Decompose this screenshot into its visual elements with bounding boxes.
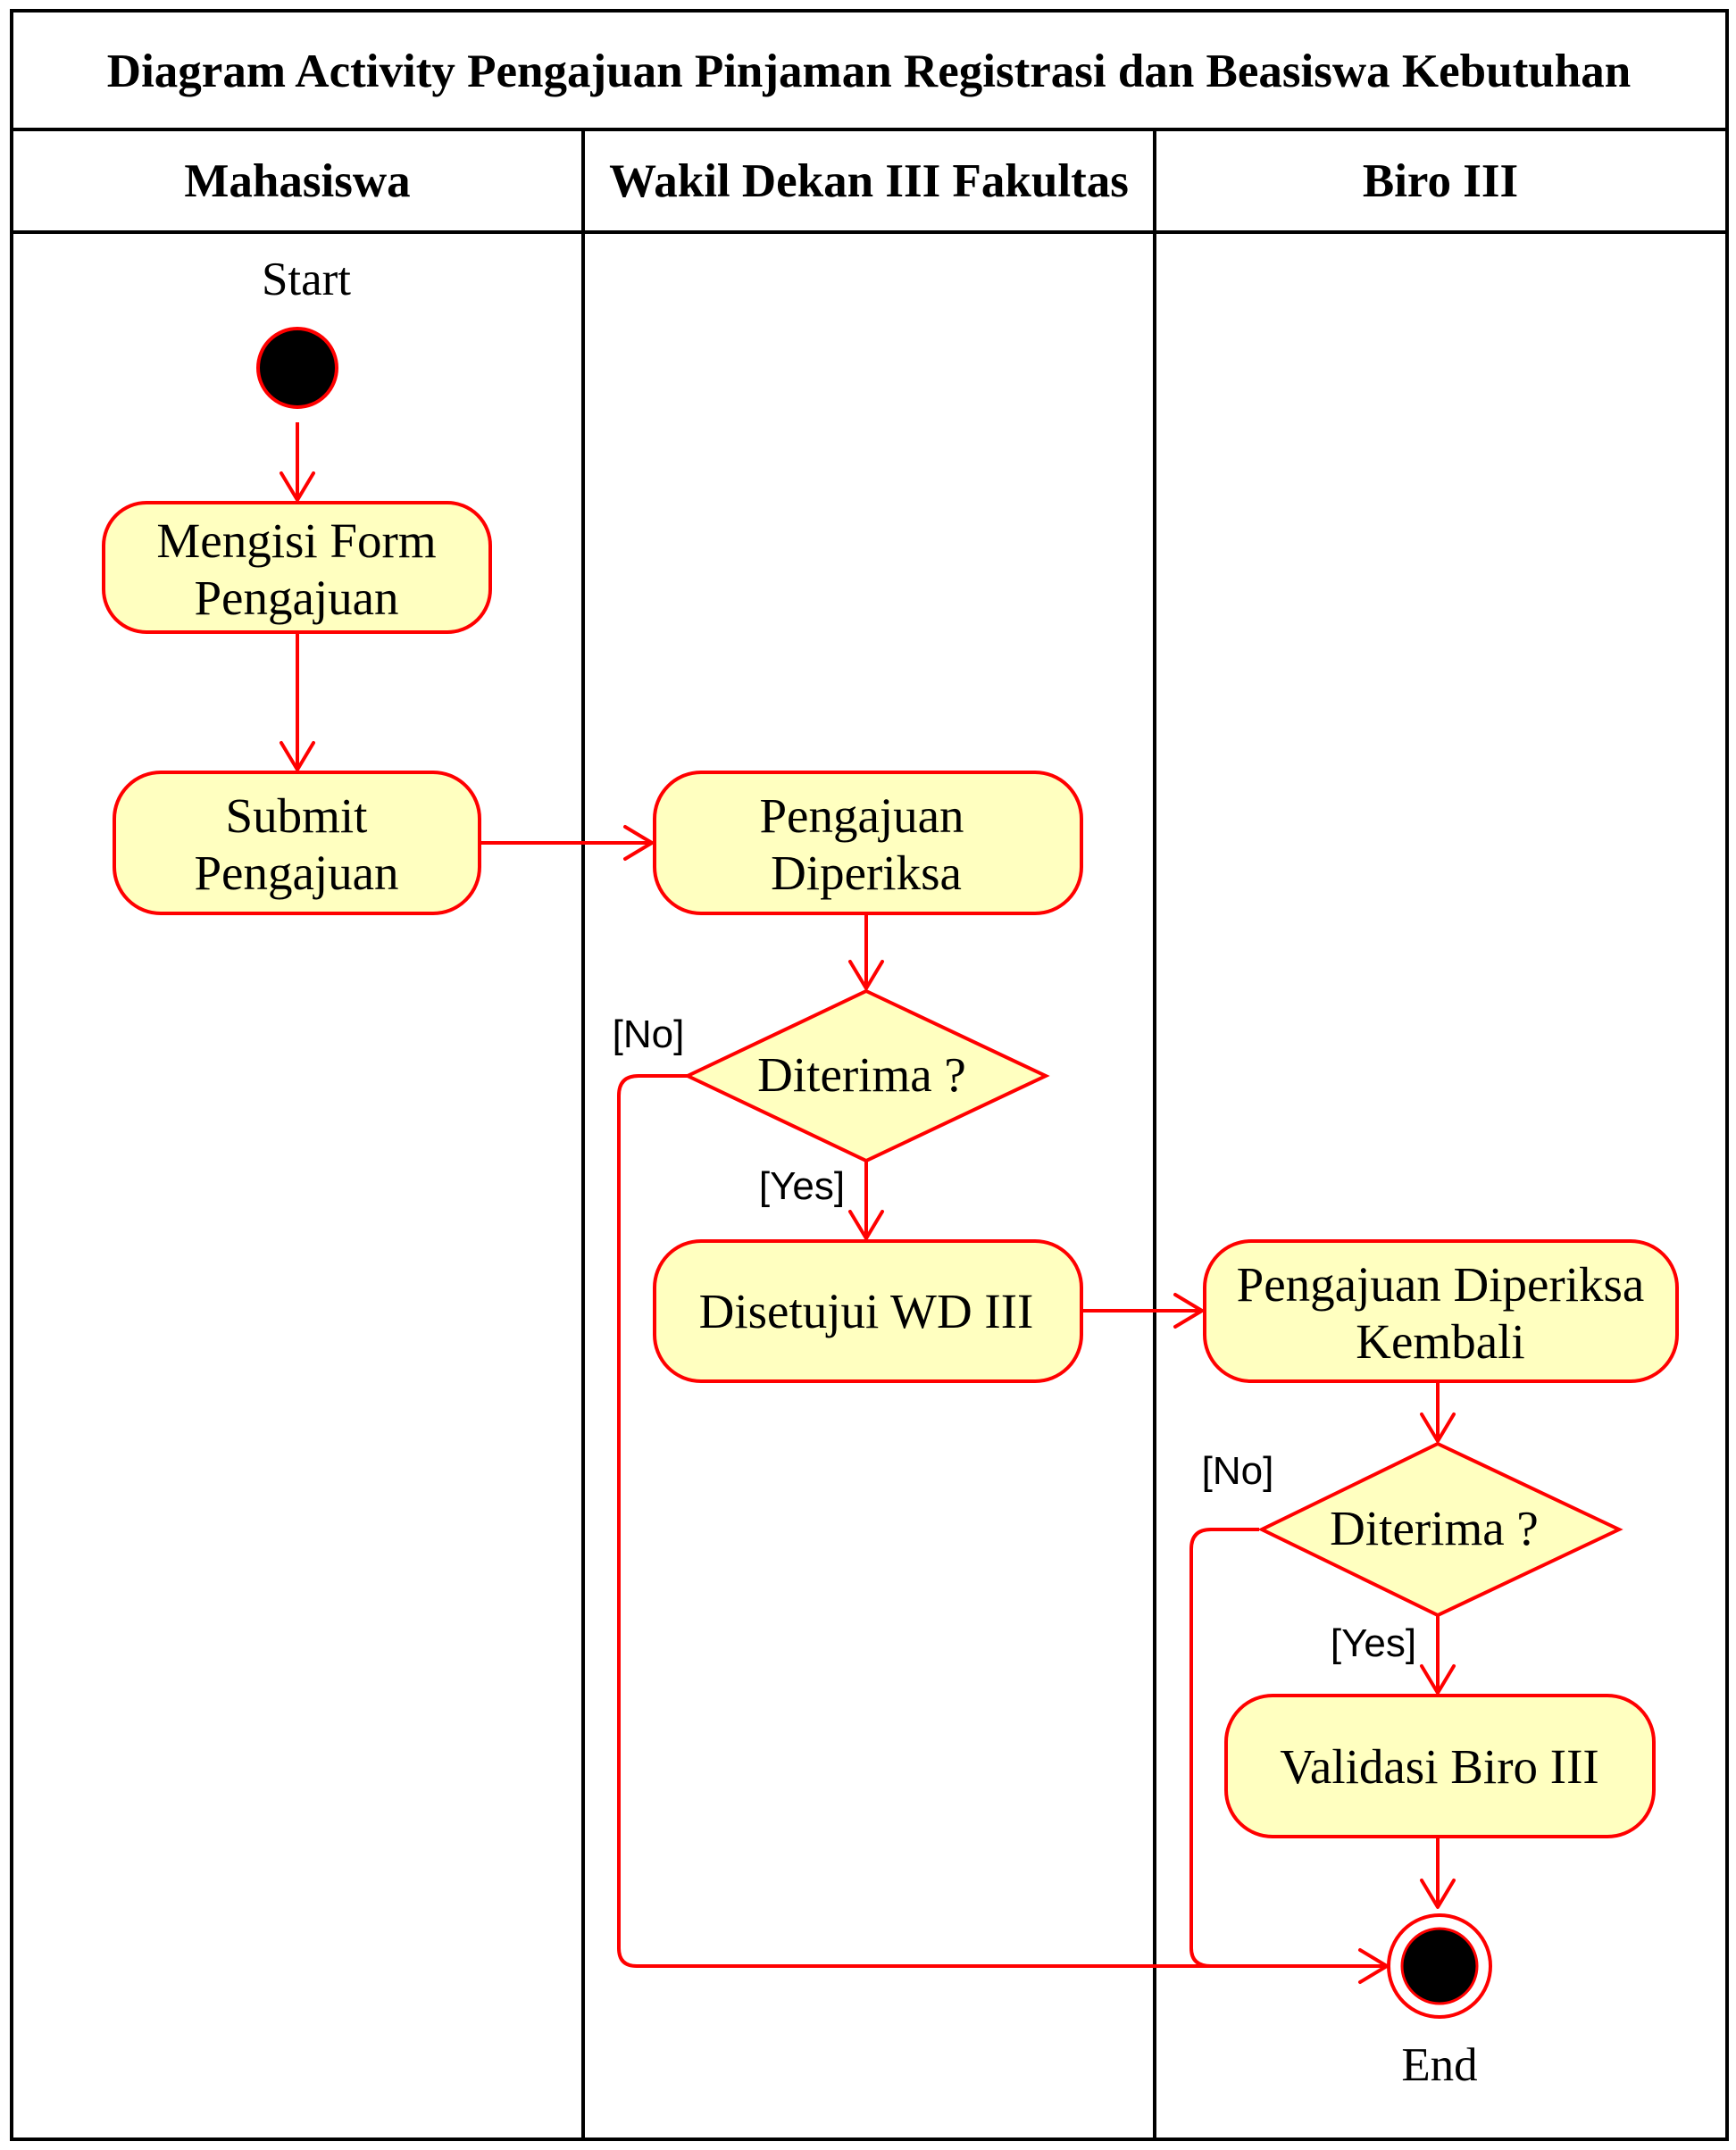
diagram-title: Diagram Activity Pengajuan Pinjaman Regi…	[107, 46, 1631, 97]
activity-pengajuan-diperiksa: Pengajuan Diperiksa	[653, 771, 1083, 915]
lane-header-wakil-dekan: Wakil Dekan III Fakultas	[609, 155, 1129, 207]
activity-pengajuan-diperiksa-kembali-line2: Kembali	[1356, 1314, 1524, 1369]
decision-wd: Diterima ?	[683, 988, 1050, 1163]
activity-validasi-biro-label: Validasi Biro III	[1280, 1739, 1598, 1794]
end-label: End	[1401, 2039, 1477, 2091]
decision-biro-label: Diterima ?	[1330, 1501, 1539, 1555]
decision-wd-label: Diterima ?	[757, 1047, 966, 1102]
decision-biro: Diterima ?	[1257, 1441, 1623, 1618]
control-flows	[280, 422, 1456, 1984]
activity-pengajuan-diperiksa-kembali: Pengajuan Diperiksa Kembali	[1203, 1239, 1679, 1383]
decision-wd-no-guard: [No]	[613, 1012, 685, 1056]
activity-submit-line2: Pengajuan	[194, 846, 398, 900]
decision-biro-yes-guard: [Yes]	[1331, 1621, 1416, 1665]
activity-pengajuan-diperiksa-line2: Diperiksa	[771, 846, 962, 900]
activity-disetujui-wd: Disetujui WD III	[653, 1239, 1083, 1383]
activity-disetujui-wd-label: Disetujui WD III	[699, 1284, 1034, 1338]
lane-header-biro: Biro III	[1363, 155, 1518, 207]
start-label: Start	[262, 254, 351, 305]
activity-mengisi-form-line2: Pengajuan	[194, 571, 398, 625]
activity-mengisi-form: Mengisi Form Pengajuan	[102, 501, 492, 634]
activity-submit: Submit Pengajuan	[113, 771, 481, 915]
decision-biro-no-guard: [No]	[1202, 1449, 1274, 1493]
activity-submit-line1: Submit	[226, 788, 368, 843]
diagram-frame	[10, 9, 1729, 2141]
activity-pengajuan-diperiksa-line1: Pengajuan	[759, 788, 964, 843]
activity-validasi-biro: Validasi Biro III	[1224, 1694, 1656, 1838]
decision-wd-yes-guard: [Yes]	[759, 1164, 845, 1208]
activity-mengisi-form-line1: Mengisi Form	[156, 513, 436, 568]
activity-pengajuan-diperiksa-kembali-line1: Pengajuan Diperiksa	[1237, 1257, 1645, 1312]
start-node	[256, 327, 338, 409]
lane-header-mahasiswa: Mahasiswa	[184, 155, 410, 207]
end-node	[1387, 1913, 1492, 2019]
